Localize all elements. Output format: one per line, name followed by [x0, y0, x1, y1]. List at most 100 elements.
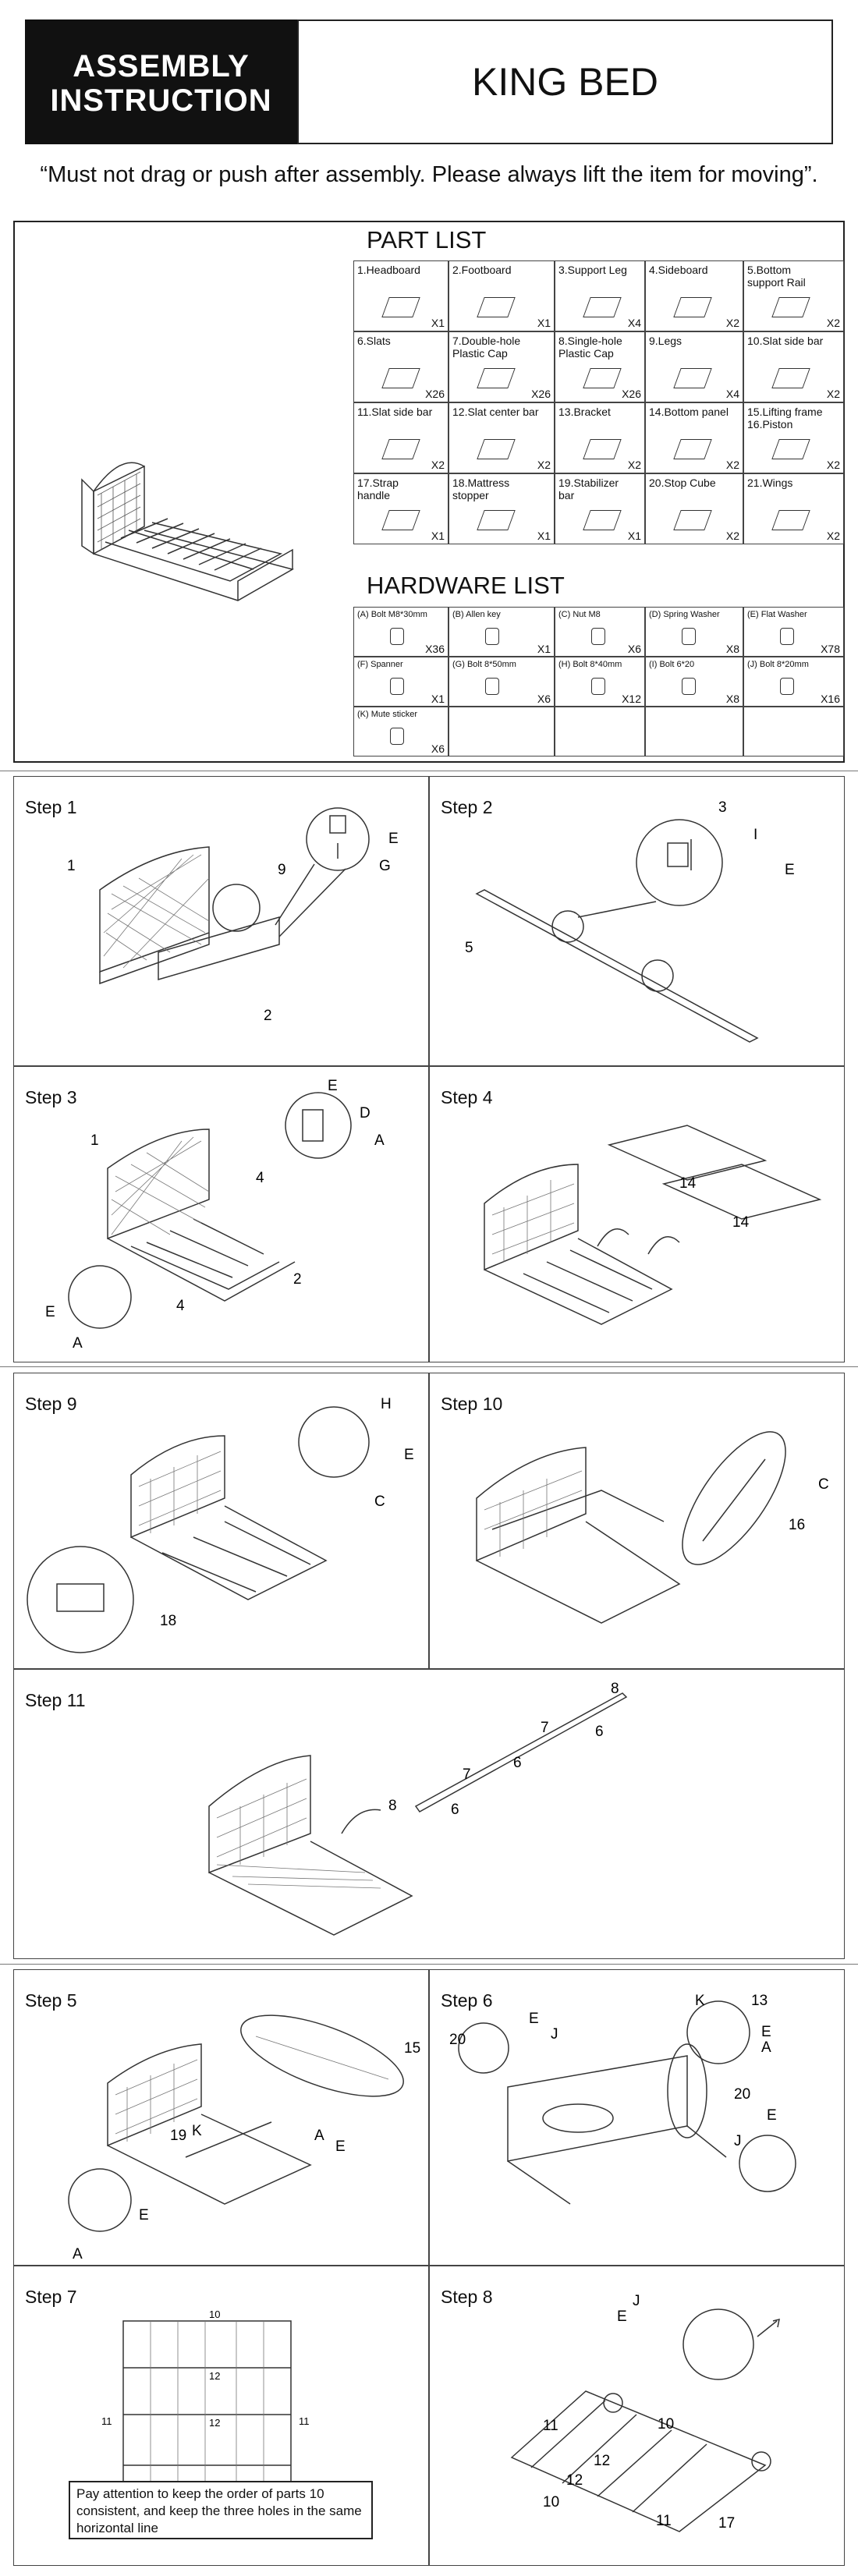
- cap-icon: [583, 368, 622, 388]
- step-9-panel: Step 9 H E C 18: [13, 1373, 429, 1669]
- safety-notice: “Must not drag or push after assembly. P…: [40, 162, 818, 187]
- callout: 11: [656, 2513, 672, 2529]
- hardware-list-cell: [448, 707, 555, 757]
- callout: 12: [566, 2472, 583, 2489]
- part-label: 7.Double-hole Plastic Cap: [452, 335, 521, 360]
- stopper-icon: [477, 510, 516, 530]
- callout: C: [374, 1494, 385, 1510]
- part-label: 18.Mattress stopper: [452, 477, 510, 501]
- callout: E: [45, 1304, 55, 1320]
- callout: 1: [67, 858, 76, 874]
- step-11-panel: Step 11 8 7 6 7 6 6 8: [13, 1669, 845, 1959]
- part-qty: X2: [826, 459, 840, 471]
- hardware-label: (G) Bolt 8*50mm: [452, 660, 516, 669]
- hardware-label: (I) Bolt 6*20: [649, 660, 695, 669]
- part-label: 2.Footboard: [452, 264, 512, 276]
- hardware-label: (B) Allen key: [452, 610, 501, 619]
- callout: 15: [404, 2040, 420, 2057]
- part-qty: X2: [826, 317, 840, 329]
- part-qty: X1: [431, 530, 445, 542]
- spring-washer-icon: [682, 628, 696, 645]
- part-label: 10.Slat side bar: [747, 335, 824, 347]
- callout: I: [753, 827, 757, 843]
- step-10-panel: Step 10 C 16: [429, 1373, 845, 1669]
- step-7-note: Pay attention to keep the order of parts…: [69, 2481, 373, 2539]
- part-qty: X2: [725, 530, 739, 542]
- step-8-label: Step 8: [441, 2287, 493, 2307]
- callout: 12: [209, 2370, 220, 2382]
- bar-icon: [771, 368, 810, 388]
- part-qty: X2: [627, 459, 641, 471]
- part-label: 13.Bracket: [558, 406, 611, 418]
- step-3-label: Step 3: [25, 1087, 77, 1107]
- callout: 13: [751, 1993, 768, 2009]
- callout: A: [314, 2128, 324, 2144]
- wing-icon: [771, 510, 810, 530]
- hardware-label: (H) Bolt 8*40mm: [558, 660, 622, 669]
- part-label: 20.Stop Cube: [649, 477, 716, 489]
- hardware-qty: X6: [431, 742, 445, 755]
- part-label: 3.Support Leg: [558, 264, 627, 276]
- hardware-qty: X1: [537, 643, 551, 655]
- hardware-qty: X6: [627, 643, 641, 655]
- step-9-label: Step 9: [25, 1394, 77, 1414]
- callout: K: [695, 1993, 705, 2009]
- callout: E: [388, 831, 399, 847]
- callout: 1: [90, 1132, 99, 1149]
- callout: 11: [299, 2415, 310, 2427]
- lifting-frame-icon: [771, 439, 810, 459]
- callout: E: [328, 1078, 338, 1094]
- hardware-list-cell: [555, 707, 645, 757]
- hardware-qty: X36: [425, 643, 445, 655]
- part-qty: X4: [627, 317, 641, 329]
- allen-key-icon: [485, 628, 499, 645]
- hardware-qty: X16: [821, 693, 840, 705]
- callout: 7: [541, 1720, 549, 1736]
- step-4-panel: Step 4 14 14: [429, 1066, 845, 1362]
- part-qty: X2: [725, 317, 739, 329]
- step-3-panel: Step 3 1 E D A 4 2 4 E A: [13, 1066, 429, 1362]
- callout: 2: [264, 1008, 272, 1024]
- part-label: 14.Bottom panel: [649, 406, 729, 418]
- hardware-label: (E) Flat Washer: [747, 610, 807, 619]
- bed-overview-illustration: [81, 462, 294, 601]
- part-qty: X1: [537, 530, 551, 542]
- step-1-diagram: 1 2 9 E G: [67, 807, 399, 1024]
- rail-icon: [771, 297, 810, 317]
- step-9-diagram: H E C 18: [27, 1396, 414, 1653]
- step-3-diagram: 1 E D A 4 2 4 E A: [45, 1078, 385, 1352]
- part-label: 21.Wings: [747, 477, 793, 489]
- step-2-panel: Step 2 3 I E 5: [429, 776, 845, 1066]
- hardware-qty: X6: [537, 693, 551, 705]
- panel-icon: [673, 439, 712, 459]
- callout: C: [818, 1476, 829, 1493]
- part-label: 12.Slat center bar: [452, 406, 539, 418]
- step-1-label: Step 1: [25, 797, 77, 817]
- callout: 18: [160, 1613, 176, 1629]
- part-qty: X2: [826, 388, 840, 400]
- step-6-diagram: 20 E J K 13 E A 20 E J: [449, 1993, 796, 2205]
- part-qty: X1: [537, 317, 551, 329]
- bolt-icon: [390, 628, 404, 645]
- part-qty: X2: [725, 459, 739, 471]
- callout: 10: [209, 2308, 220, 2320]
- bolt-icon: [780, 678, 794, 695]
- hardware-list-cell: [645, 707, 743, 757]
- hardware-qty: X8: [725, 643, 739, 655]
